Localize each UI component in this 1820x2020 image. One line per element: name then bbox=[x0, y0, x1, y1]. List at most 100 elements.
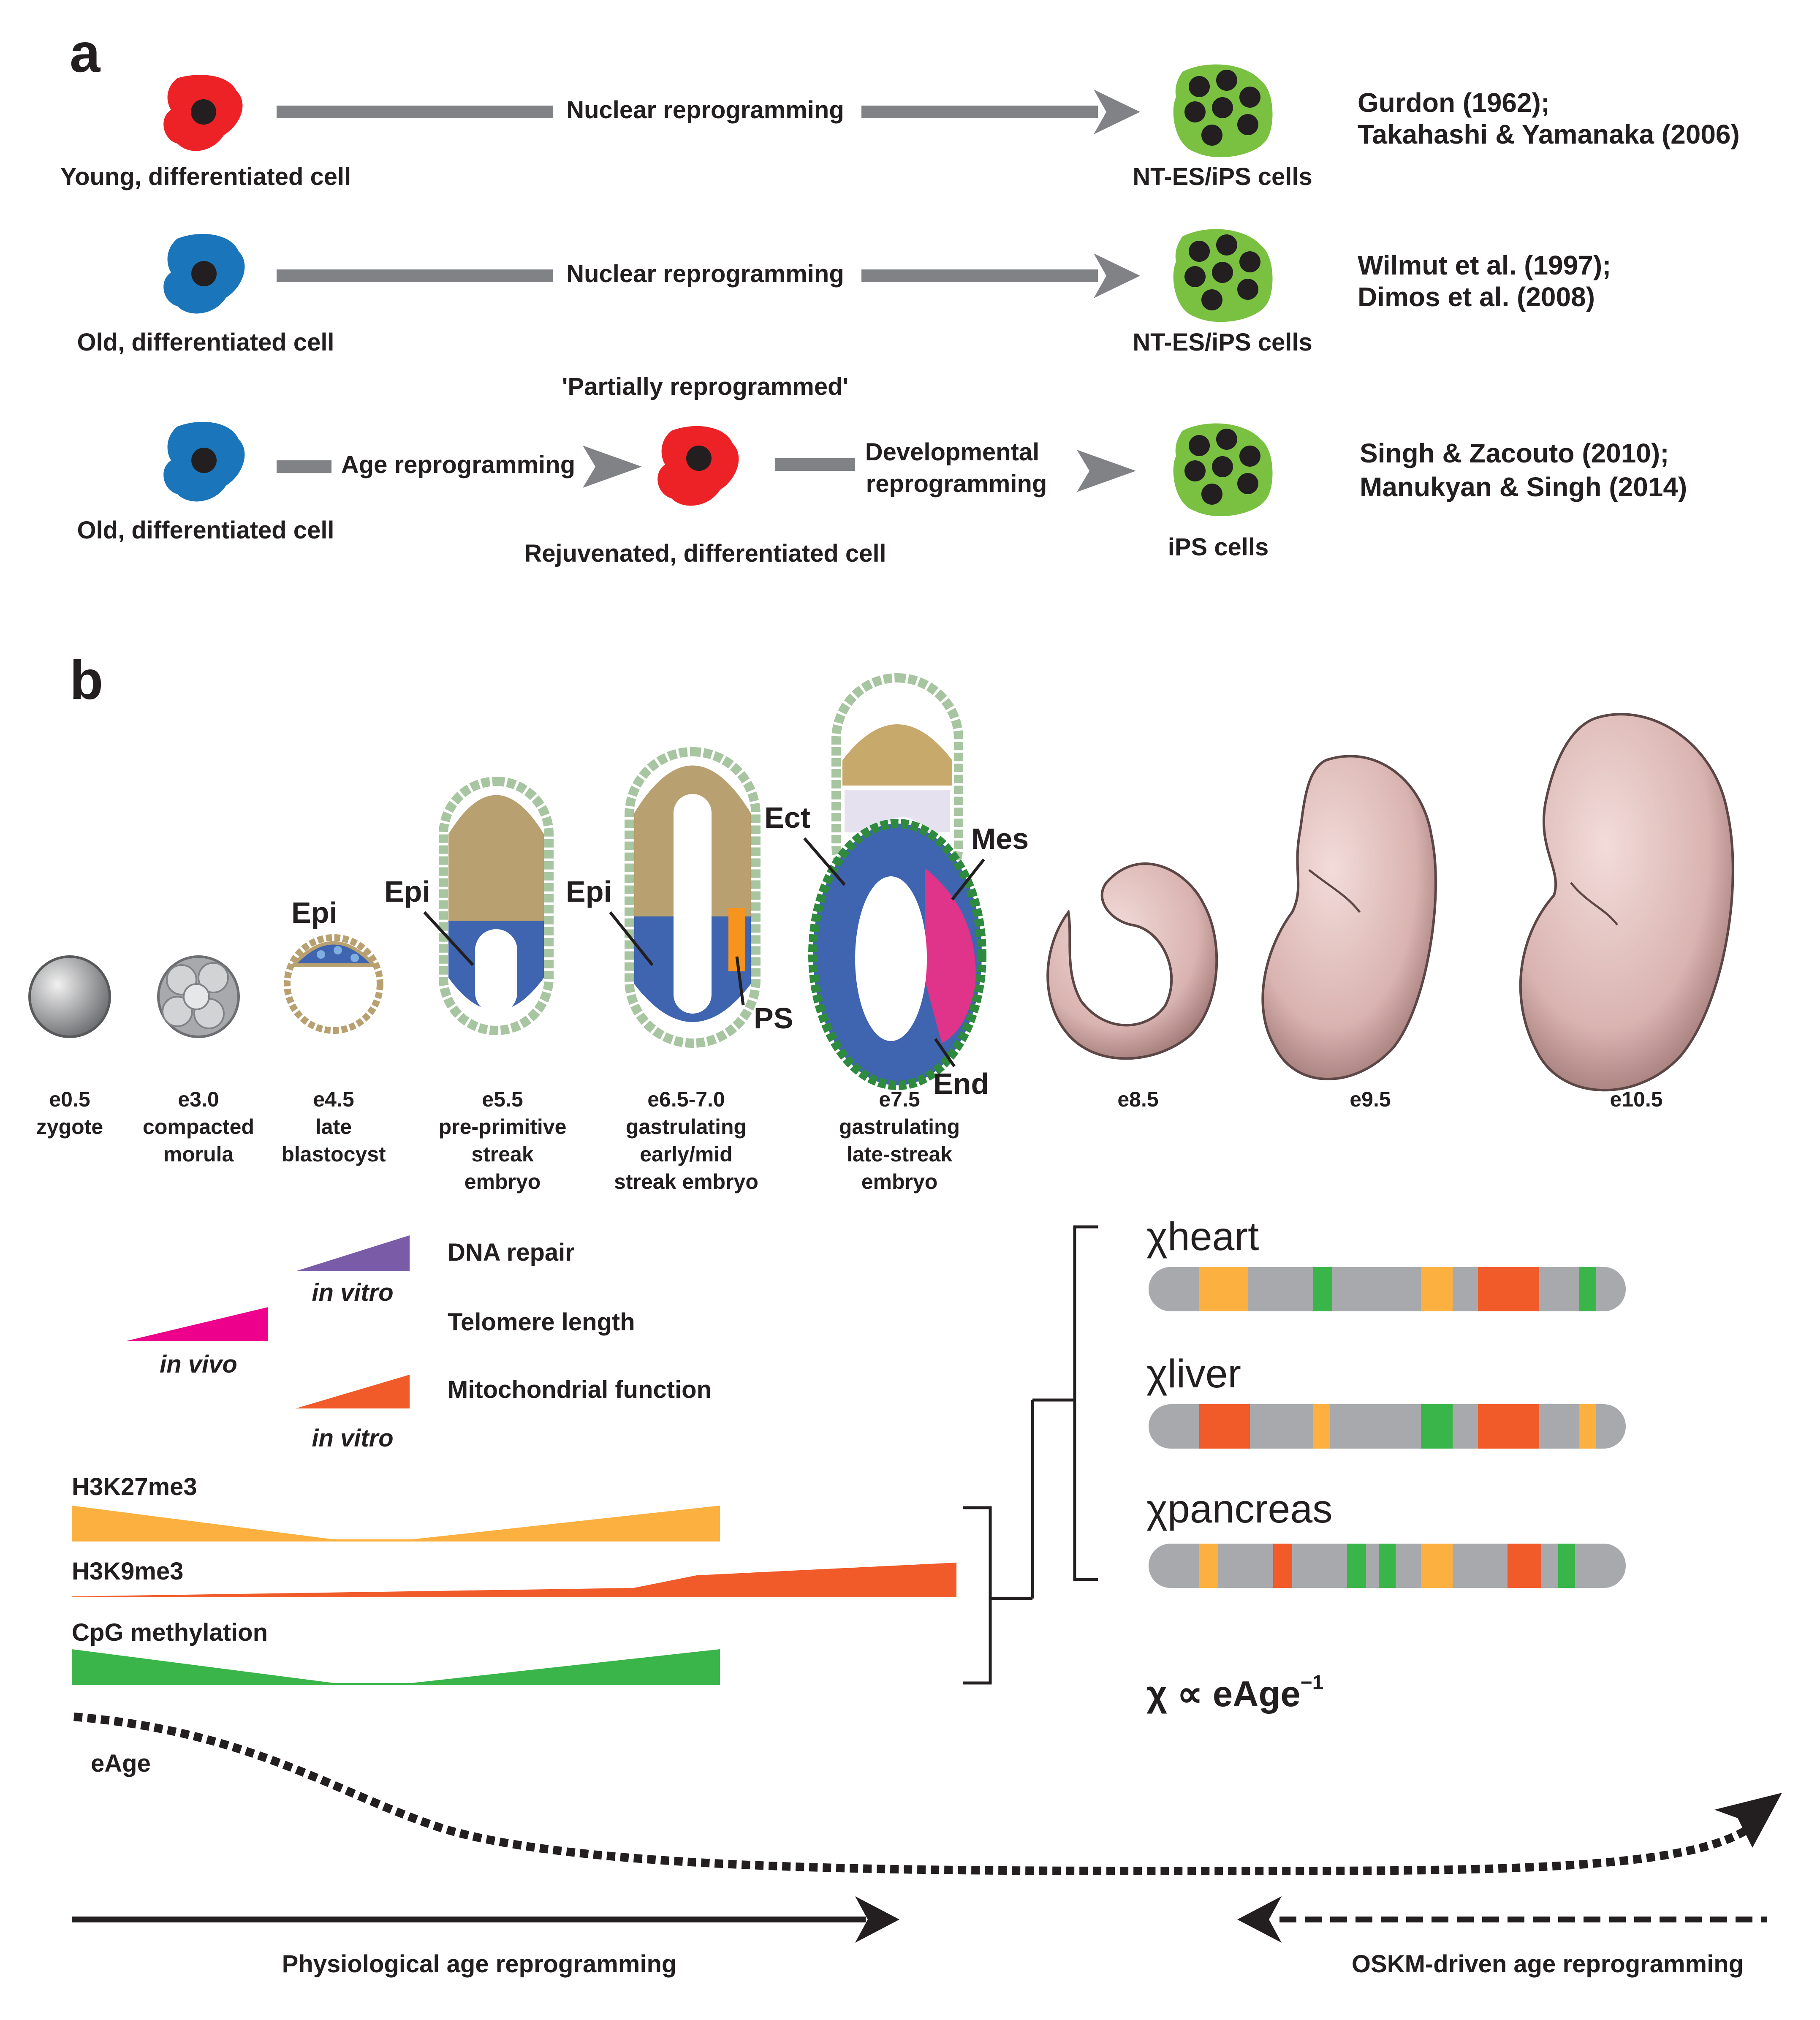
stage-label: e3.0 compacted morula bbox=[143, 1087, 254, 1166]
chi-symbol: χ bbox=[1146, 1351, 1168, 1396]
svg-text:e8.5: e8.5 bbox=[1117, 1087, 1158, 1111]
h3k27me3-label: H3K27me3 bbox=[72, 1473, 197, 1501]
ips-colony-icon bbox=[1173, 64, 1273, 158]
arrow-shaft bbox=[277, 106, 553, 118]
nucleus-icon bbox=[191, 448, 217, 473]
stage-label: e7.5 gastrulating late-streak embryo bbox=[839, 1087, 960, 1194]
formula-main: χ ∝ eAge bbox=[1146, 1674, 1301, 1714]
row2-right-cell-label: NT-ES/iPS cells bbox=[1133, 329, 1312, 356]
nucleus-icon bbox=[191, 261, 217, 286]
row1-arrow-label: Nuclear reprogramming bbox=[566, 96, 844, 124]
row3-right-cell-label: iPS cells bbox=[1168, 533, 1269, 561]
cpg-methylation-track bbox=[72, 1649, 720, 1685]
panel-b-label: b bbox=[70, 649, 103, 711]
embryo-label-ect: Ect bbox=[764, 801, 810, 834]
developmental-label-line1: Developmental bbox=[865, 438, 1040, 466]
row3-citation-1: Singh & Zacouto (2010); bbox=[1360, 438, 1669, 468]
embryo-e10-5-icon bbox=[1519, 713, 1734, 1092]
physiological-reprogramming-label: Physiological age reprogramming bbox=[282, 1950, 677, 1978]
age-reprogramming-label: Age reprogramming bbox=[341, 451, 575, 478]
row1-left-cell-label: Young, differentiated cell bbox=[60, 163, 351, 190]
blastocyst-icon bbox=[284, 934, 383, 1034]
svg-text:e10.5: e10.5 bbox=[1610, 1087, 1662, 1111]
chromosome-pancreas: χpancreas bbox=[1146, 1487, 1626, 1588]
svg-text:χliver: χliver bbox=[1146, 1351, 1241, 1396]
chromosome-name: liver bbox=[1168, 1351, 1241, 1396]
embryo-series: Epi Epi Epi PS bbox=[28, 673, 1734, 1100]
in-vitro-label: in vitro bbox=[312, 1279, 393, 1306]
early-streak-embryo-icon bbox=[625, 747, 761, 1048]
row1-citation-1: Gurdon (1962); bbox=[1358, 87, 1550, 118]
row3-citation-2: Manukyan & Singh (2014) bbox=[1360, 472, 1687, 502]
svg-text:early/mid: early/mid bbox=[640, 1142, 733, 1166]
in-vitro-label: in vitro bbox=[312, 1425, 393, 1452]
svg-text:e4.5: e4.5 bbox=[313, 1087, 354, 1111]
svg-text:embryo: embryo bbox=[465, 1170, 541, 1194]
svg-text:χpancreas: χpancreas bbox=[1146, 1487, 1333, 1531]
svg-text:streak embryo: streak embryo bbox=[614, 1170, 758, 1194]
svg-text:streak: streak bbox=[471, 1142, 534, 1166]
row1-citation-2: Takahashi & Yamanaka (2006) bbox=[1358, 119, 1740, 150]
stage-label: e5.5 pre-primitive streak embryo bbox=[439, 1087, 567, 1194]
arrow-shaft bbox=[861, 269, 1098, 282]
svg-text:gastrulating: gastrulating bbox=[626, 1115, 747, 1139]
panel-a-row-2: Nuclear reprogramming Old, differentiate… bbox=[77, 229, 1611, 356]
late-streak-embryo-icon bbox=[808, 673, 986, 1090]
svg-text:pre-primitive: pre-primitive bbox=[439, 1115, 567, 1139]
svg-text:gastrulating: gastrulating bbox=[839, 1115, 960, 1139]
mitochondrial-wedge bbox=[296, 1375, 410, 1408]
row2-citation-1: Wilmut et al. (1997); bbox=[1358, 250, 1611, 280]
mitochondrial-function-label: Mitochondrial function bbox=[448, 1376, 712, 1403]
developmental-label-line2: reprogramming bbox=[866, 470, 1047, 498]
embryo-label-ps: PS bbox=[754, 1002, 793, 1035]
embryo-label-epi: Epi bbox=[384, 875, 430, 908]
arrow-head-icon bbox=[583, 446, 642, 488]
stage-label: e9.5 bbox=[1350, 1087, 1391, 1111]
morula-icon bbox=[157, 955, 240, 1038]
chromosome-heart: χheart bbox=[1146, 1214, 1626, 1311]
stage-label: e8.5 bbox=[1117, 1087, 1158, 1111]
chromosome-liver: χliver bbox=[1146, 1351, 1626, 1449]
physiological-arrow-head-icon bbox=[855, 1896, 899, 1943]
stage-label: e4.5 late blastocyst bbox=[281, 1087, 386, 1166]
epigenetic-tracks: H3K27me3 H3K9me3 CpG methylation eAge bbox=[72, 1473, 1782, 1876]
telomere-wedge bbox=[127, 1307, 268, 1341]
stage-label: e6.5-7.0 gastrulating early/mid streak e… bbox=[614, 1087, 758, 1194]
svg-text:χheart: χheart bbox=[1146, 1214, 1259, 1259]
arrow-shaft bbox=[775, 458, 855, 471]
embryo-label-end: End bbox=[933, 1067, 989, 1100]
chi-symbol: χ bbox=[1146, 1214, 1168, 1259]
svg-text:late-streak: late-streak bbox=[847, 1142, 952, 1166]
svg-text:compacted: compacted bbox=[143, 1115, 254, 1139]
arrow-head-icon bbox=[1094, 253, 1140, 298]
h3k9me3-label: H3K9me3 bbox=[72, 1558, 183, 1585]
embryo-label-mes: Mes bbox=[971, 822, 1029, 855]
trait-wedges: DNA repair in vitro Telomere length in v… bbox=[127, 1235, 712, 1452]
arrow-head-icon bbox=[1077, 450, 1136, 492]
bottom-arrows: Physiological age reprogramming OSKM-dri… bbox=[72, 1896, 1767, 1978]
pre-streak-embryo-icon bbox=[439, 777, 554, 1035]
ips-colony-icon bbox=[1173, 423, 1273, 517]
dendrogram-bracket bbox=[963, 1225, 1098, 1685]
arrow-shaft bbox=[861, 106, 1098, 118]
svg-text:e3.0: e3.0 bbox=[178, 1087, 219, 1111]
panel-a-row-3: 'Partially reprogrammed' Age reprogrammi… bbox=[77, 373, 1687, 567]
embryo-label-epi: Epi bbox=[566, 875, 612, 908]
panel-a-row-1: Nuclear reprogramming Young, differentia… bbox=[60, 64, 1740, 190]
svg-text:e5.5: e5.5 bbox=[482, 1087, 523, 1111]
telomere-length-label: Telomere length bbox=[448, 1308, 635, 1336]
h3k27me3-track bbox=[72, 1506, 720, 1542]
svg-text:zygote: zygote bbox=[36, 1115, 103, 1139]
row3-left-cell-label: Old, differentiated cell bbox=[77, 517, 334, 544]
nucleus-icon bbox=[686, 446, 712, 471]
in-vivo-label: in vivo bbox=[160, 1351, 237, 1378]
ips-colony-icon bbox=[1173, 229, 1273, 322]
svg-text:blastocyst: blastocyst bbox=[281, 1142, 386, 1166]
oskm-arrow-head-icon bbox=[1237, 1896, 1282, 1943]
h3k9me3-track bbox=[72, 1563, 956, 1597]
svg-text:late: late bbox=[315, 1115, 352, 1139]
eage-label: eAge bbox=[91, 1750, 151, 1777]
panel-a-label: a bbox=[70, 22, 101, 84]
eage-arrow-head-icon bbox=[1714, 1793, 1782, 1848]
